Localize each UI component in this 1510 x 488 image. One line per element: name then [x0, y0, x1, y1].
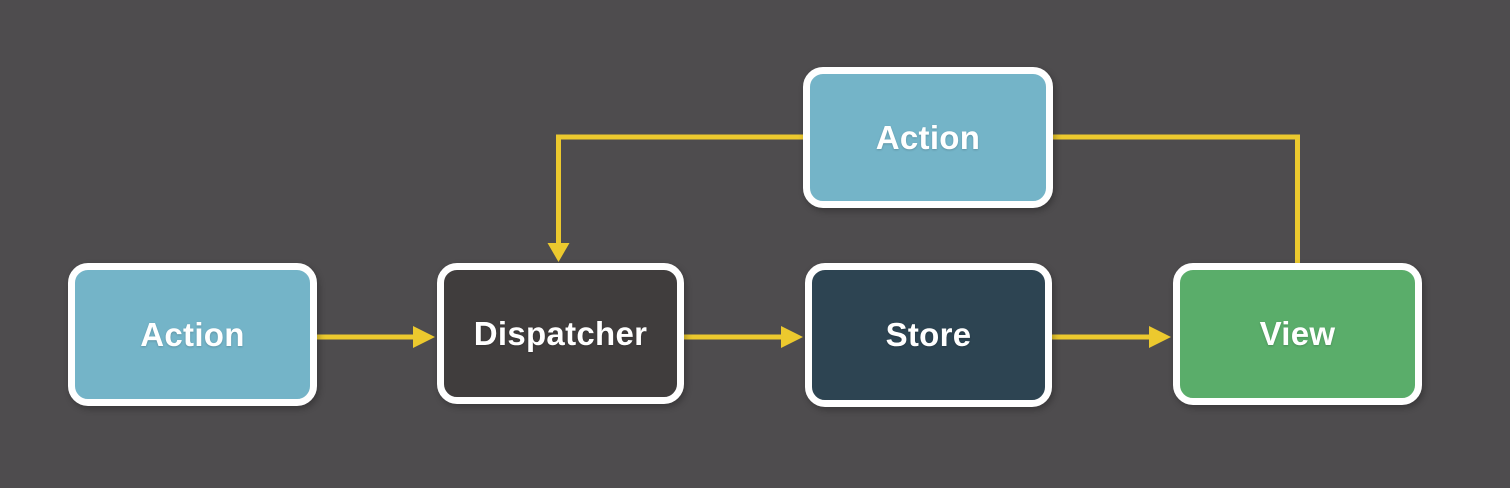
node-view: View — [1173, 263, 1422, 405]
node-view-label: View — [1259, 315, 1336, 352]
edge-dispatcher-to-store — [684, 326, 803, 348]
edge-action-to-dispatcher-feedback — [547, 134, 803, 262]
node-store: Store — [805, 263, 1052, 407]
node-dispatcher-label: Dispatcher — [473, 314, 648, 352]
edge-store-to-view — [1052, 326, 1171, 348]
node-action-left-label: Action — [140, 315, 245, 353]
edge-action-to-dispatcher — [317, 326, 435, 348]
node-action-left: Action — [68, 263, 317, 406]
node-dispatcher: Dispatcher — [437, 263, 684, 404]
node-store-label: Store — [885, 316, 972, 353]
node-action-top-label: Action — [875, 118, 981, 156]
node-action-top: Action — [803, 67, 1053, 208]
edge-view-to-action — [1053, 134, 1300, 263]
